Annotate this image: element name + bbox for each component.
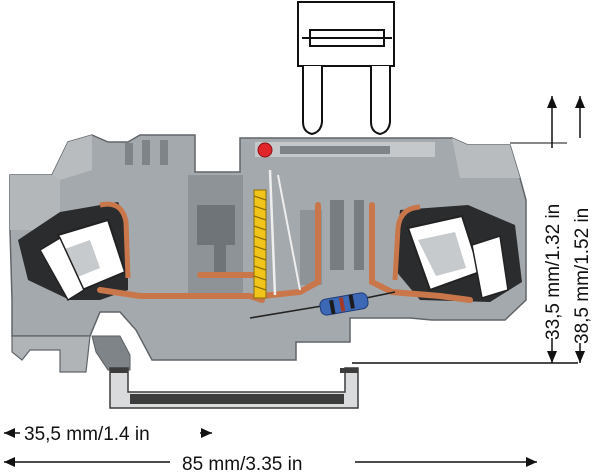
terminal-housing	[9, 134, 527, 373]
housing-body	[9, 134, 527, 361]
spring-coil	[253, 189, 267, 299]
width-label: 35,5 mm/1.4 in	[24, 424, 150, 445]
led-indicator-icon	[257, 142, 273, 158]
total-height-label: 38,5 mm/1.52 in	[572, 208, 593, 344]
din-rail-icon	[109, 367, 359, 409]
mini-blade-fuse-icon	[297, 1, 395, 136]
total-height-dimension: 38,5 mm/1.52 in	[567, 96, 595, 363]
resistor-component	[249, 291, 396, 319]
right-spring-clamp	[392, 204, 522, 302]
left-spring-clamp	[18, 201, 131, 302]
total-width-dimension: 85 mm/3.35 in	[4, 451, 537, 475]
width-dimension: 35,5 mm/1.4 in	[4, 422, 212, 445]
height-label: 33,5 mm/1.32 in	[543, 204, 564, 340]
total-width-label: 85 mm/3.35 in	[182, 454, 302, 475]
height-dimension: 33,5 mm/1.32 in	[539, 96, 565, 363]
housing-foot	[91, 335, 131, 371]
